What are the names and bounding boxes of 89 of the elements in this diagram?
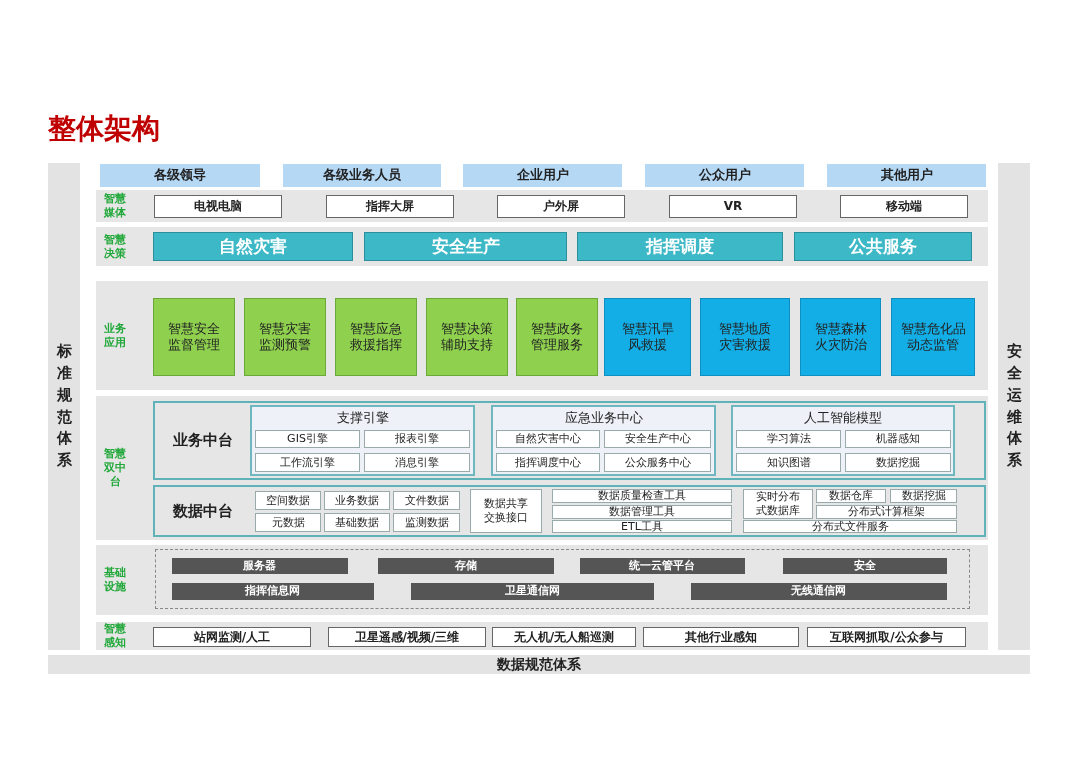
decision-box: 自然灾害 [153,232,353,261]
layer-label: 智慧媒体 [104,192,126,220]
user-box: 公众用户 [645,164,804,187]
module-box: 文件数据 [393,491,460,510]
module-box: 监测数据 [393,513,460,532]
module-box: 学习算法 [736,430,841,448]
infrastructure-bar: 存储 [377,557,554,574]
module-group [491,405,716,476]
module-box: 分布式计算框架 [816,505,957,519]
infrastructure-bar: 统一云管平台 [579,557,745,574]
layer-band [96,190,988,222]
side-band: 标准规范体系 [48,163,80,650]
dashed-frame [155,549,970,609]
application-box: 智慧灾害监测预警 [244,298,326,376]
user-box: 各级领导 [100,164,260,187]
module-box: ETL工具 [552,520,732,533]
user-box: 企业用户 [463,164,622,187]
platform-panel [153,485,986,537]
media-box: 卫星遥感/视频/三维 [328,627,486,647]
layer-band [96,545,988,615]
module-box: 空间数据 [255,491,321,510]
module-box: 知识图谱 [736,453,841,472]
application-box: 智慧安全监督管理 [153,298,235,376]
layer-label: 智慧决策 [104,232,126,261]
group-heading: 应急业务中心 [564,409,643,427]
layer-band [96,227,988,266]
media-box: 互联网抓取/公众参与 [807,627,966,647]
media-box: 电视电脑 [154,195,282,218]
module-box: 消息引擎 [364,453,470,472]
infrastructure-bar: 安全 [782,557,947,574]
page-title: 整体架构 [48,111,160,147]
module-box: 分布式文件服务 [743,520,957,533]
decision-box: 公共服务 [794,232,972,261]
application-box: 智慧地质灾害救援 [700,298,790,376]
module-box: 元数据 [255,513,321,532]
application-box: 智慧汛旱风救援 [604,298,691,376]
media-box: 户外屏 [497,195,625,218]
module-box: 数据仓库 [816,489,886,503]
media-box: 无人机/无人船巡测 [492,627,636,647]
module-box: 数据质量检查工具 [552,489,732,503]
group-heading: 人工智能模型 [804,409,882,427]
module-box: 安全生产中心 [604,430,711,448]
decision-box: 安全生产 [364,232,567,261]
module-box: 公众服务中心 [604,453,711,472]
module-box: 数据挖掘 [845,453,951,472]
module-box: 数据管理工具 [552,505,732,519]
decision-box: 指挥调度 [577,232,783,261]
module-group [250,405,475,476]
layer-label: 智慧感知 [104,622,126,650]
module-box: 报表引擎 [364,430,470,448]
module-box: 基础数据 [324,513,390,532]
infrastructure-bar: 无线通信网 [690,582,947,600]
module-box: 数据共享交换接口 [470,489,542,533]
media-box: 站网监测/人工 [153,627,311,647]
bottom-band: 数据规范体系 [48,655,1030,674]
media-box: 移动端 [840,195,968,218]
group-heading: 支撑引擎 [336,409,389,427]
layer-label: 智慧双中台 [104,447,126,489]
media-box: 指挥大屏 [326,195,454,218]
module-box: GIS引擎 [255,430,360,448]
layer-label: 业务应用 [104,321,126,350]
module-box: 指挥调度中心 [496,453,600,472]
application-box: 智慧森林火灾防治 [800,298,881,376]
infrastructure-bar: 卫星通信网 [410,582,654,600]
module-box: 业务数据 [324,491,390,510]
module-box: 工作流引擎 [255,453,360,472]
layer-label: 基础设施 [104,566,126,594]
layer-band [96,622,988,650]
layer-band [96,396,988,540]
application-box: 智慧应急救援指挥 [335,298,417,376]
application-box: 智慧政务管理服务 [516,298,598,376]
layer-band [96,281,988,390]
user-box: 其他用户 [827,164,986,187]
media-box: VR [669,195,797,218]
infrastructure-bar: 指挥信息网 [171,582,374,600]
infrastructure-bar: 服务器 [171,557,348,574]
module-box: 实时分布式数据库 [743,489,813,519]
module-group [731,405,955,476]
platform-panel [153,401,986,480]
module-box: 自然灾害中心 [496,430,600,448]
platform-label: 数据中台 [172,501,233,521]
side-band: 安全运维体系 [998,163,1030,650]
platform-label: 业务中台 [172,431,233,450]
application-box: 智慧决策辅助支持 [426,298,508,376]
application-box: 智慧危化品动态监管 [891,298,975,376]
media-box: 其他行业感知 [643,627,799,647]
module-box: 数据挖掘 [890,489,957,503]
user-box: 各级业务人员 [283,164,441,187]
module-box: 机器感知 [845,430,951,448]
